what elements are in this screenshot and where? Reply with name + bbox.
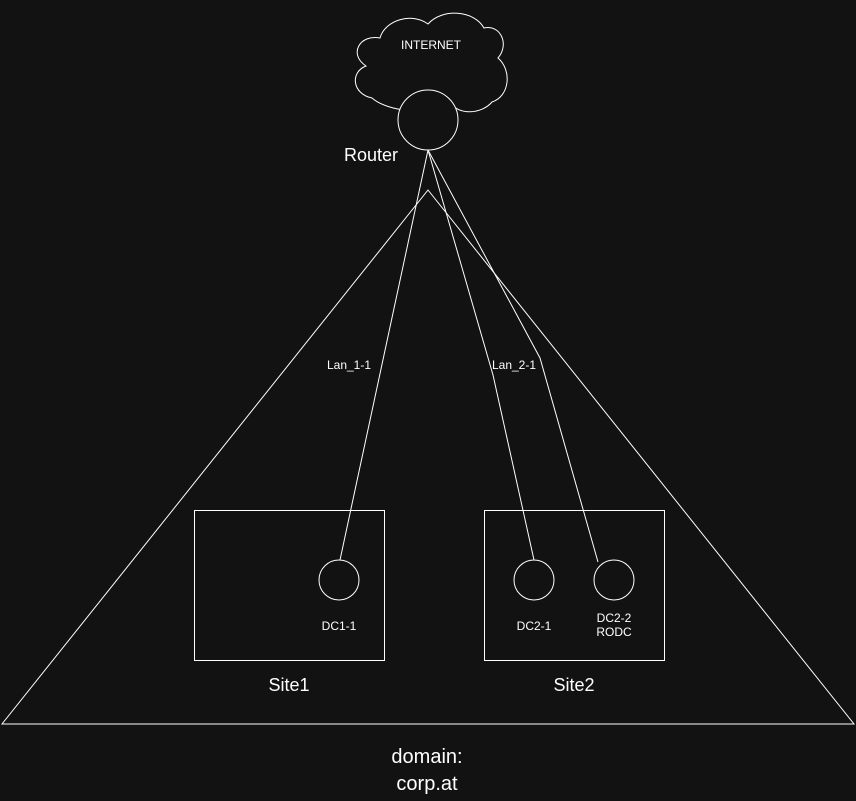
domain-triangle bbox=[0, 189, 856, 725]
lan-1-1-label: Lan_1-1 bbox=[326, 358, 372, 372]
link-lan-2-1 bbox=[427, 149, 535, 561]
site1-box bbox=[194, 510, 385, 661]
site2-label: Site2 bbox=[553, 675, 595, 695]
dc1-1-node bbox=[318, 559, 360, 601]
domain-label: domain: corp.at bbox=[391, 746, 463, 795]
site1-label: Site1 bbox=[268, 675, 310, 695]
link-lan-1-1 bbox=[339, 149, 429, 561]
dc2-2-label: DC2-2 RODC bbox=[596, 611, 632, 640]
dc2-2-node bbox=[593, 559, 635, 601]
dc1-1-label: DC1-1 bbox=[321, 619, 357, 633]
dc2-1-node bbox=[513, 559, 555, 601]
lan-2-1-label: Lan_2-1 bbox=[491, 358, 537, 372]
dc2-1-label: DC2-1 bbox=[516, 619, 552, 633]
router-label: Router bbox=[343, 145, 399, 165]
router-node bbox=[397, 89, 459, 151]
site2-box bbox=[484, 510, 665, 661]
link-dc2-2 bbox=[427, 149, 599, 563]
internet-label: INTERNET bbox=[401, 38, 461, 52]
